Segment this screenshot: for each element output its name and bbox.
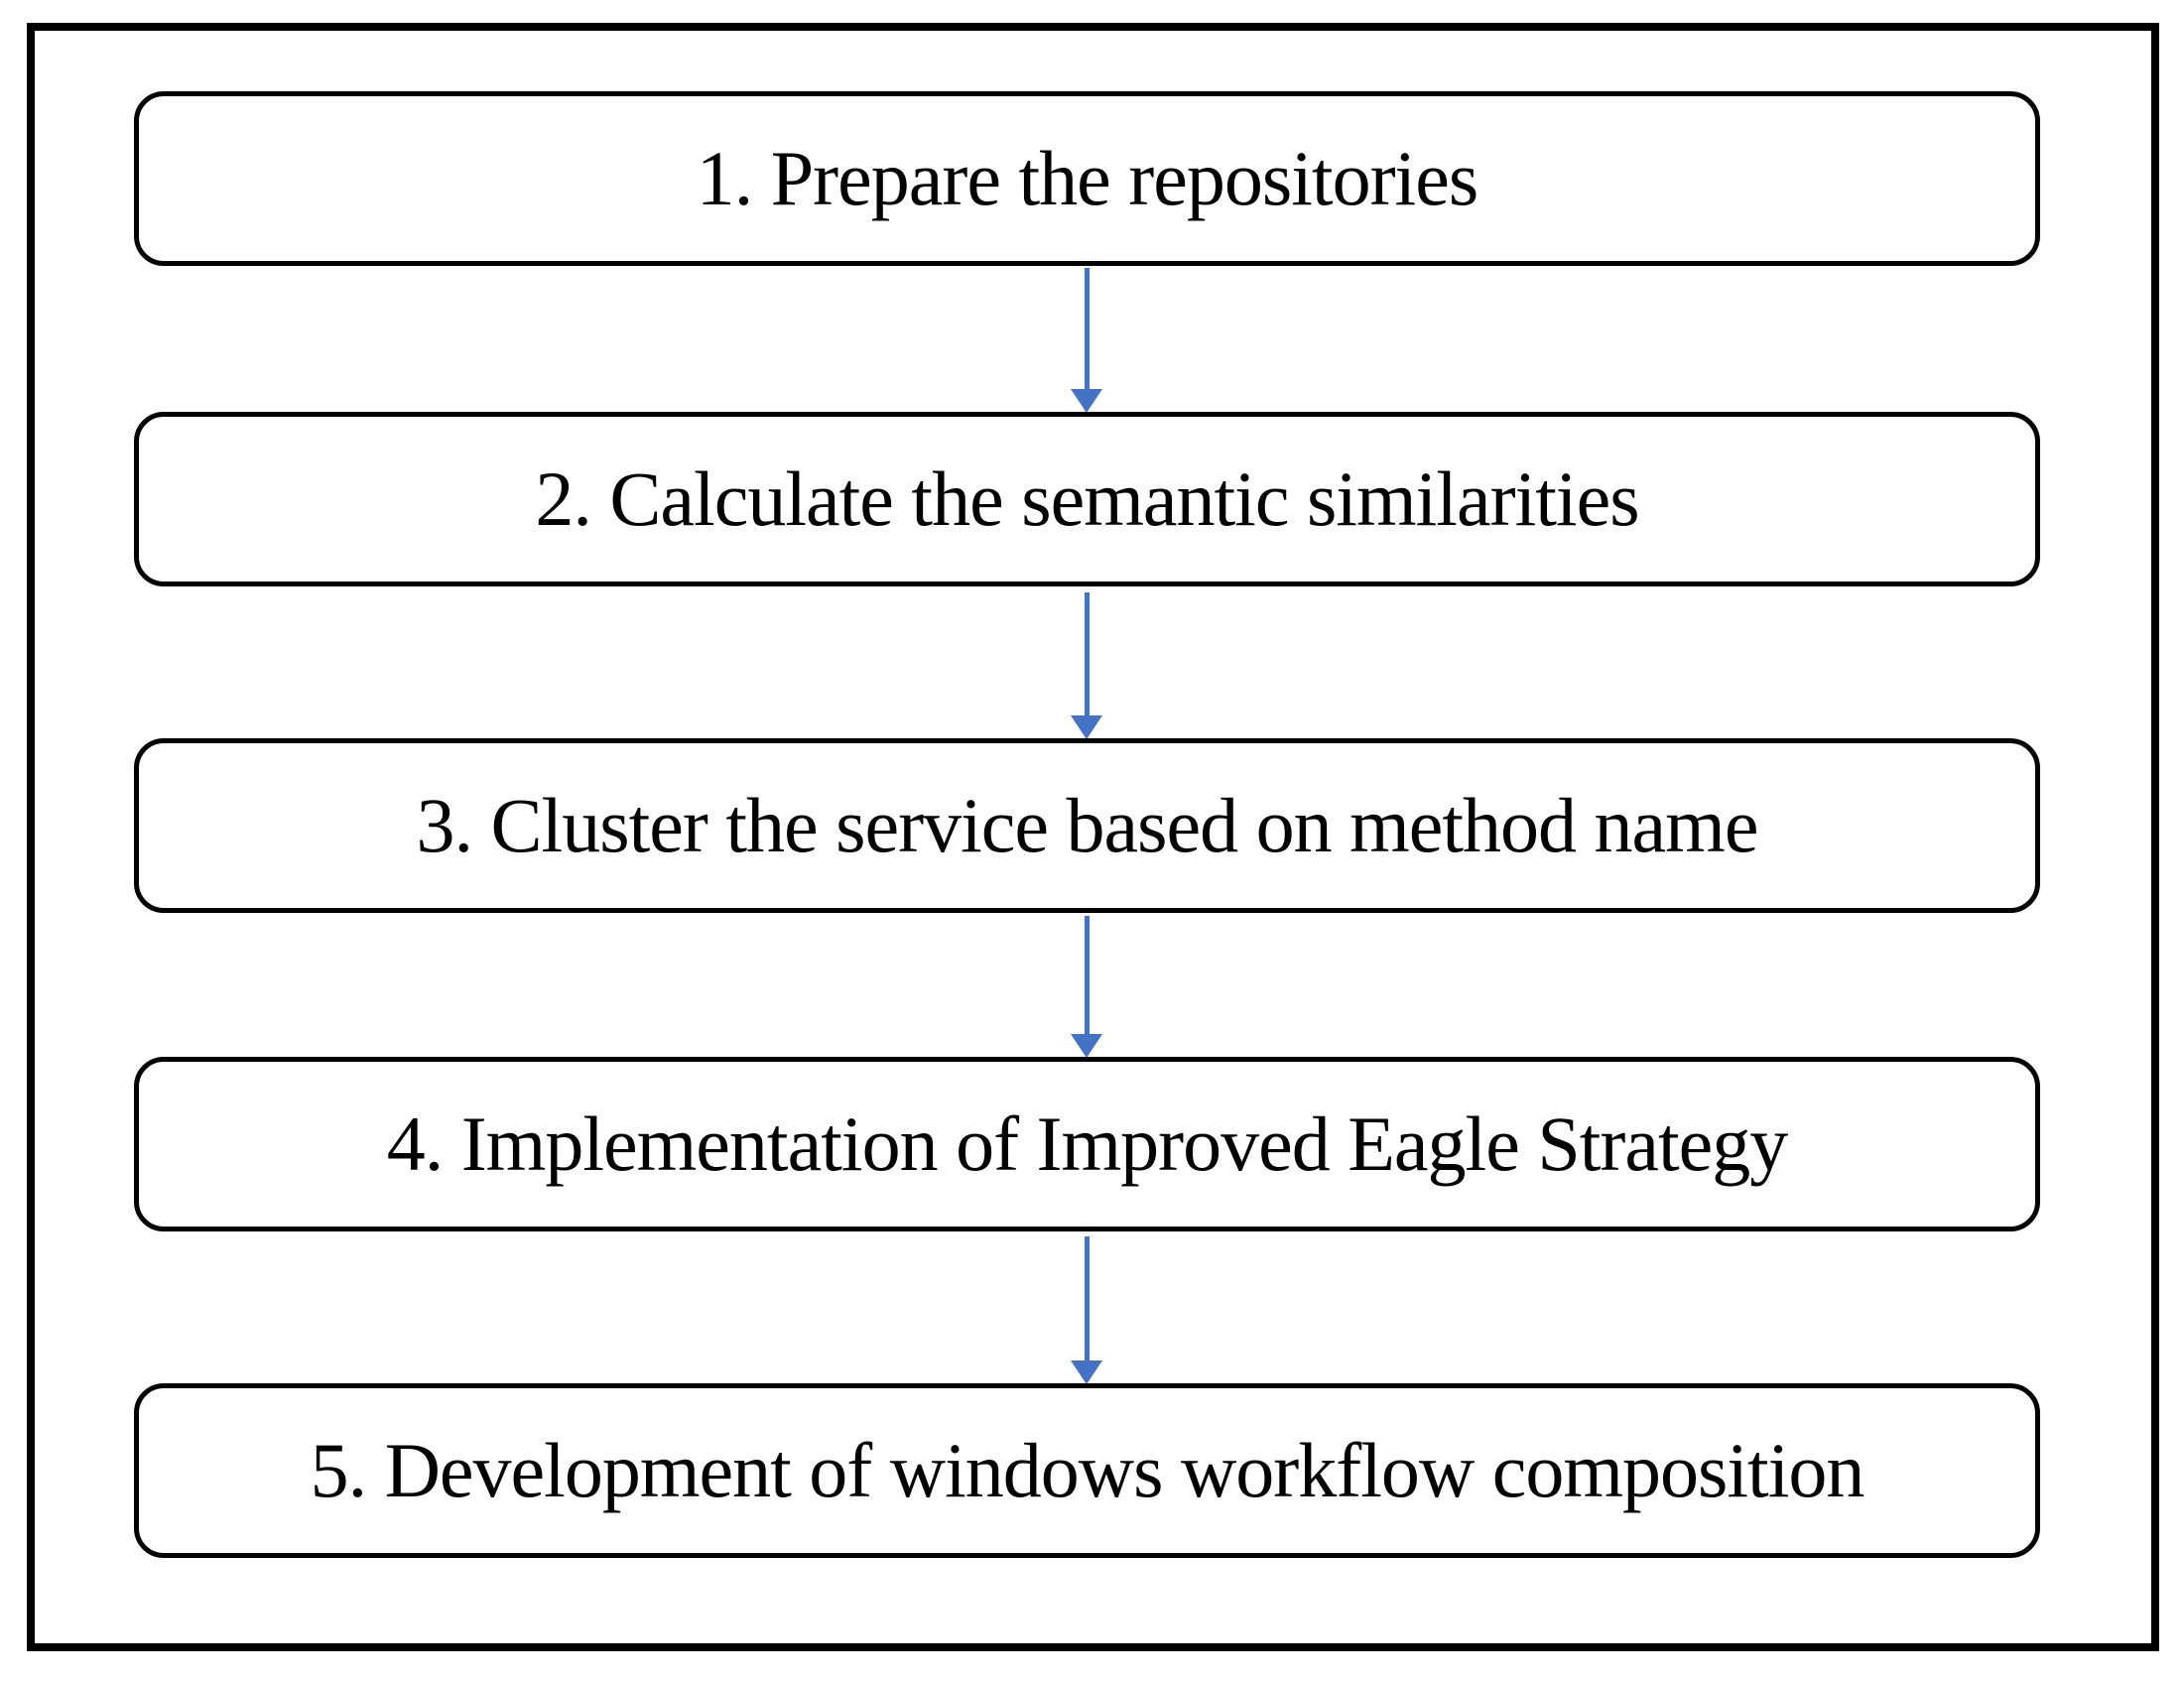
flow-step-label-3: 3. Cluster the service based on method n… <box>416 782 1759 868</box>
arrow-down-head-icon <box>1071 715 1102 739</box>
flow-step-label-2: 2. Calculate the semantic similarities <box>535 455 1639 542</box>
flow-step-label-1: 1. Prepare the repositories <box>696 135 1478 221</box>
flow-step-box-4: 4. Implementation of Improved Eagle Stra… <box>134 1057 2040 1231</box>
arrow-line <box>1084 1236 1090 1362</box>
flow-step-box-3: 3. Cluster the service based on method n… <box>134 738 2040 913</box>
arrow-down-head-icon <box>1071 1360 1102 1384</box>
arrow-down-connector-2 <box>1070 592 1103 739</box>
arrow-down-head-icon <box>1071 1034 1102 1058</box>
flow-step-box-5: 5. Development of windows workflow compo… <box>134 1383 2040 1558</box>
arrow-down-connector-4 <box>1070 1236 1103 1384</box>
arrow-down-connector-3 <box>1070 916 1103 1058</box>
flow-step-label-5: 5. Development of windows workflow compo… <box>310 1427 1865 1513</box>
arrow-down-head-icon <box>1071 389 1102 413</box>
arrow-line <box>1084 268 1090 391</box>
flow-step-box-2: 2. Calculate the semantic similarities <box>134 412 2040 586</box>
arrow-line <box>1084 916 1090 1036</box>
arrow-line <box>1084 592 1090 717</box>
arrow-down-connector-1 <box>1070 268 1103 413</box>
flow-step-box-1: 1. Prepare the repositories <box>134 91 2040 266</box>
flow-step-label-4: 4. Implementation of Improved Eagle Stra… <box>386 1100 1789 1187</box>
